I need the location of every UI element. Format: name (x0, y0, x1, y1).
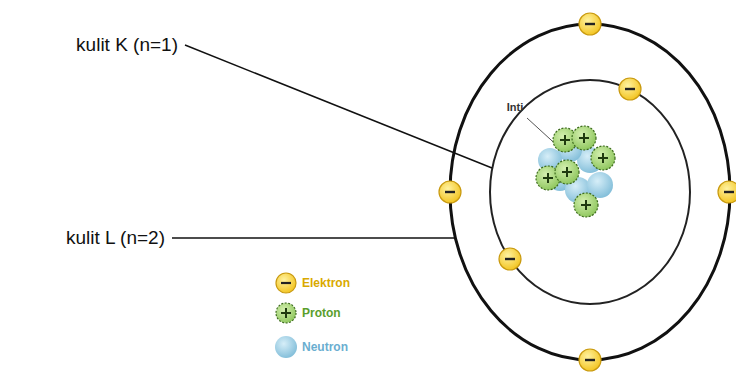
shell-label: kulit K (n=1) (76, 34, 178, 57)
shell-l (450, 24, 730, 360)
legend-label: Neutron (302, 340, 348, 354)
shell-label: kulit L (n=2) (66, 227, 165, 250)
nucleus (536, 126, 615, 217)
electrons (439, 13, 736, 371)
legend-sample (275, 273, 297, 358)
part-label: Inti (507, 101, 524, 114)
leader-line (185, 45, 492, 168)
legend-label: Elektron (302, 276, 350, 290)
shell-k (490, 80, 690, 304)
legend-label: Proton (302, 306, 341, 320)
leader-line (172, 237, 455, 239)
